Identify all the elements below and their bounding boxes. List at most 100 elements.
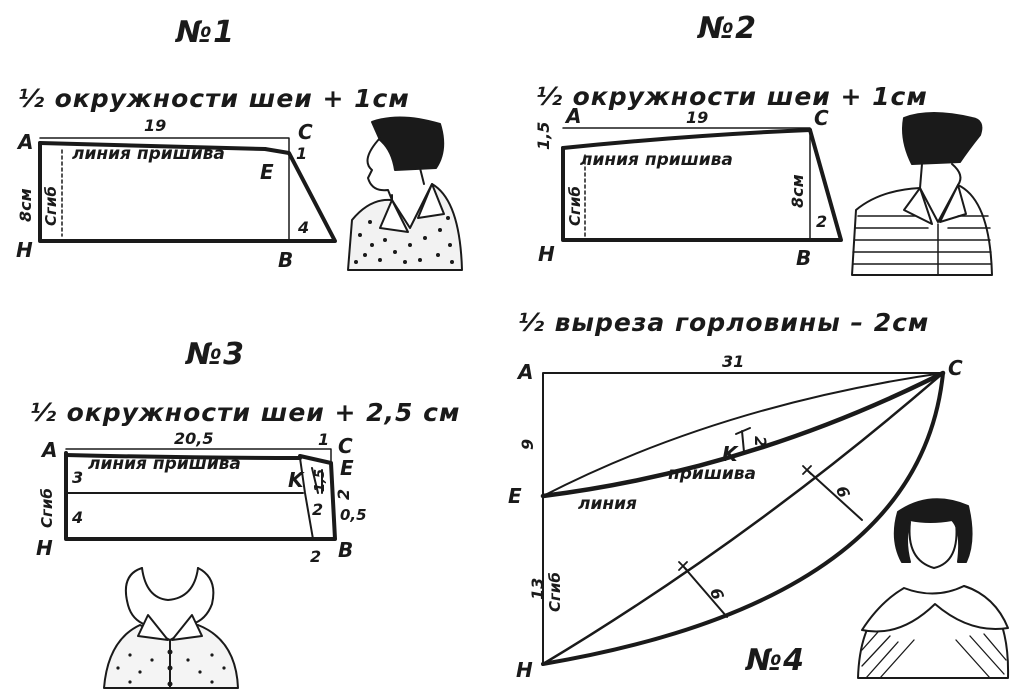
fig3-e-gap-label: 1,5 <box>313 468 328 492</box>
fig2-outline <box>561 128 843 242</box>
portrait-4-collar <box>861 585 1009 633</box>
fig1-top-guide <box>39 137 290 154</box>
fig1-point-c: C <box>298 120 313 144</box>
fig2-height-label: 8см <box>788 174 807 208</box>
fig4-radius-1 <box>806 469 863 521</box>
portrait-4-hatching <box>861 631 1007 679</box>
fig2-width-label: 19 <box>686 108 709 127</box>
fig3-seam-label: линия пришива <box>88 454 241 474</box>
portrait-1-face <box>366 137 393 201</box>
fig3-outline <box>64 451 337 541</box>
fig2-point-c: C <box>814 106 829 130</box>
portrait-1-collar <box>379 183 445 233</box>
fig1-point-b: B <box>278 248 294 272</box>
fig4-point-h: H <box>516 658 533 682</box>
fig2-point-b: B <box>796 246 812 270</box>
fig3-inner-lines <box>299 457 323 540</box>
fig3-guide <box>65 448 332 464</box>
fig3-point-k: K <box>288 468 304 492</box>
fig3-mid-label: 2 <box>334 488 353 500</box>
fig2-fold-label: Сгиб <box>566 186 584 226</box>
fig1-point-h: H <box>16 238 33 262</box>
fig4-outer-edge <box>541 371 945 666</box>
portrait-3 <box>103 567 239 689</box>
fig1-fold-label: Сгиб <box>42 186 60 226</box>
fig4-seam-label-1: линия <box>578 494 637 514</box>
fig1-point-e: E <box>260 160 274 184</box>
fig2-pattern <box>561 127 843 242</box>
fig3-inner-label: 2 <box>312 500 324 519</box>
portrait-2-stripes <box>852 215 992 265</box>
fig3-point-b: B <box>338 538 354 562</box>
portrait-3-collar <box>137 614 203 641</box>
portrait-1-neck <box>391 167 425 206</box>
fig2-left-rise-label: 1,5 <box>534 121 553 150</box>
fig4-k-offset-label: 2 <box>751 436 770 448</box>
fig3-point-c: C <box>338 434 353 458</box>
fig4-cross-marks <box>678 465 812 571</box>
fig3-lower-label: 4 <box>72 508 84 527</box>
portrait-3-dots <box>116 649 226 687</box>
fig4-frame <box>542 372 944 665</box>
fig4-point-c: C <box>948 356 963 380</box>
portrait-4-face <box>908 521 958 569</box>
fig4-title: №4 <box>746 643 805 678</box>
fig4-seam-label-2: пришива <box>668 464 757 484</box>
portrait-1-dots <box>354 216 454 264</box>
fig2-seam-label: линия пришива <box>580 150 733 170</box>
fig1-pattern <box>38 137 337 243</box>
fig4-radius-2 <box>682 565 728 618</box>
fig2-offset-label: 2 <box>816 212 828 231</box>
fig4-upper-label: 9 <box>518 438 537 450</box>
fig3-width-label: 20,5 <box>174 429 214 448</box>
portrait-1-hair <box>371 116 445 171</box>
fig3-upper-label: 3 <box>72 468 84 487</box>
fig3-pattern <box>64 448 337 541</box>
portrait-4 <box>857 498 1010 679</box>
fig3-point-h: H <box>36 536 53 560</box>
fig3-title: №3 <box>186 337 245 372</box>
fig3-formula: ½ окружности шеи + 2,5 см <box>30 398 461 427</box>
fig4-point-a: A <box>518 360 534 384</box>
portrait-4-hair <box>893 498 973 563</box>
fig4-k-mark <box>735 427 751 453</box>
fig3-seam-line <box>64 453 302 460</box>
fig4-seam-line <box>540 370 946 499</box>
portrait-2-collar <box>903 184 967 225</box>
fig4-point-e: E <box>508 484 522 508</box>
portrait-1 <box>347 116 463 271</box>
fig2-point-a: A <box>566 104 582 128</box>
portrait-2-hair <box>902 112 983 165</box>
fig2-title: №2 <box>698 11 757 46</box>
fig4-chord <box>542 372 944 497</box>
fig1-outline <box>38 141 337 243</box>
portrait-3-hair <box>124 567 215 626</box>
fig3-point-a: A <box>42 438 58 462</box>
fig1-formula: ½ окружности шеи + 1см <box>18 84 410 113</box>
fig4-pattern <box>540 370 946 666</box>
fig1-point-a: A <box>18 130 34 154</box>
fig1-height-label: 8см <box>16 188 35 222</box>
fig2-formula: ½ окружности шеи + 1см <box>536 82 928 111</box>
fig4-formula: ½ выреза горловины – 2см <box>518 308 930 337</box>
fig4-lower-label: 13 <box>528 577 547 600</box>
fig3-bottom-label: 2 <box>310 547 322 566</box>
fig3-point-e: E <box>340 456 354 480</box>
fig4-width-label: 31 <box>722 352 745 371</box>
fig3-right-gap-label: 0,5 <box>340 506 367 524</box>
portrait-2 <box>851 112 993 276</box>
fig1-rise-label: 1 <box>296 144 308 163</box>
fig3-fold-label: Сгиб <box>38 488 56 528</box>
fig4-inner-edge <box>541 371 945 666</box>
fig1-seam-label: линия пришива <box>72 144 225 164</box>
fig4-fold-label: Сгиб <box>546 572 564 612</box>
portrait-2-neck <box>919 163 962 189</box>
fig2-seam-line <box>561 128 812 150</box>
fig1-offset-label: 4 <box>298 218 310 237</box>
portrait-3-face <box>141 567 199 601</box>
fig1-title: №1 <box>176 15 235 50</box>
fig1-seam-line <box>38 141 267 151</box>
fig2-point-h: H <box>538 242 555 266</box>
